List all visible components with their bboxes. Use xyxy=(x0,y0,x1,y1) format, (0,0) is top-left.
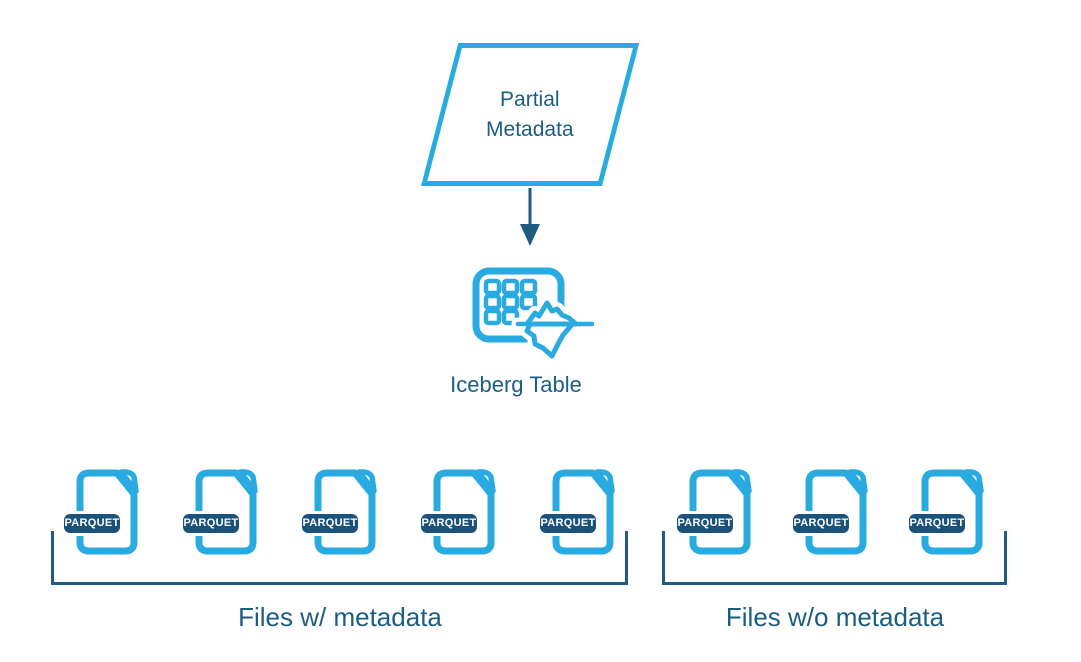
parquet-badge: PARQUET xyxy=(906,511,968,536)
parquet-file: PARQUET xyxy=(906,469,984,557)
partial-metadata-label: Partial Metadata xyxy=(427,48,598,181)
parquet-file: PARQUET xyxy=(418,469,496,557)
parquet-file-icon xyxy=(195,469,258,555)
partial-metadata-shape: Partial Metadata xyxy=(421,43,640,186)
parquet-file: PARQUET xyxy=(790,469,868,557)
parquet-badge: PARQUET xyxy=(61,511,123,536)
iceberg-table-icon xyxy=(472,267,594,359)
parquet-file-icon xyxy=(76,469,139,555)
parquet-file-icon xyxy=(433,469,496,555)
iceberg-table-label: Iceberg Table xyxy=(450,372,582,397)
parquet-file-icon xyxy=(689,469,752,555)
files-with-metadata-label: Files w/ metadata xyxy=(238,602,442,632)
parquet-badge: PARQUET xyxy=(418,511,480,536)
partial-metadata-line1: Partial xyxy=(500,87,560,111)
files-with-metadata-bracket xyxy=(51,531,628,585)
partial-metadata-line2: Metadata xyxy=(486,117,574,141)
parquet-badge: PARQUET xyxy=(180,511,242,536)
parquet-file: PARQUET xyxy=(61,469,139,557)
parquet-file: PARQUET xyxy=(537,469,615,557)
parquet-file-icon xyxy=(314,469,377,555)
parquet-badge: PARQUET xyxy=(790,511,852,536)
parquet-file: PARQUET xyxy=(674,469,752,557)
parquet-file: PARQUET xyxy=(180,469,258,557)
parquet-file-icon xyxy=(921,469,984,555)
parquet-badge: PARQUET xyxy=(537,511,599,536)
parquet-badge: PARQUET xyxy=(674,511,736,536)
files-without-metadata-label: Files w/o metadata xyxy=(725,602,945,632)
parquet-file-icon xyxy=(552,469,615,555)
flow-arrow-icon xyxy=(520,188,540,246)
files-without-metadata-bracket xyxy=(662,531,1007,585)
parquet-file-icon xyxy=(805,469,868,555)
parquet-badge: PARQUET xyxy=(299,511,361,536)
parquet-file: PARQUET xyxy=(299,469,377,557)
